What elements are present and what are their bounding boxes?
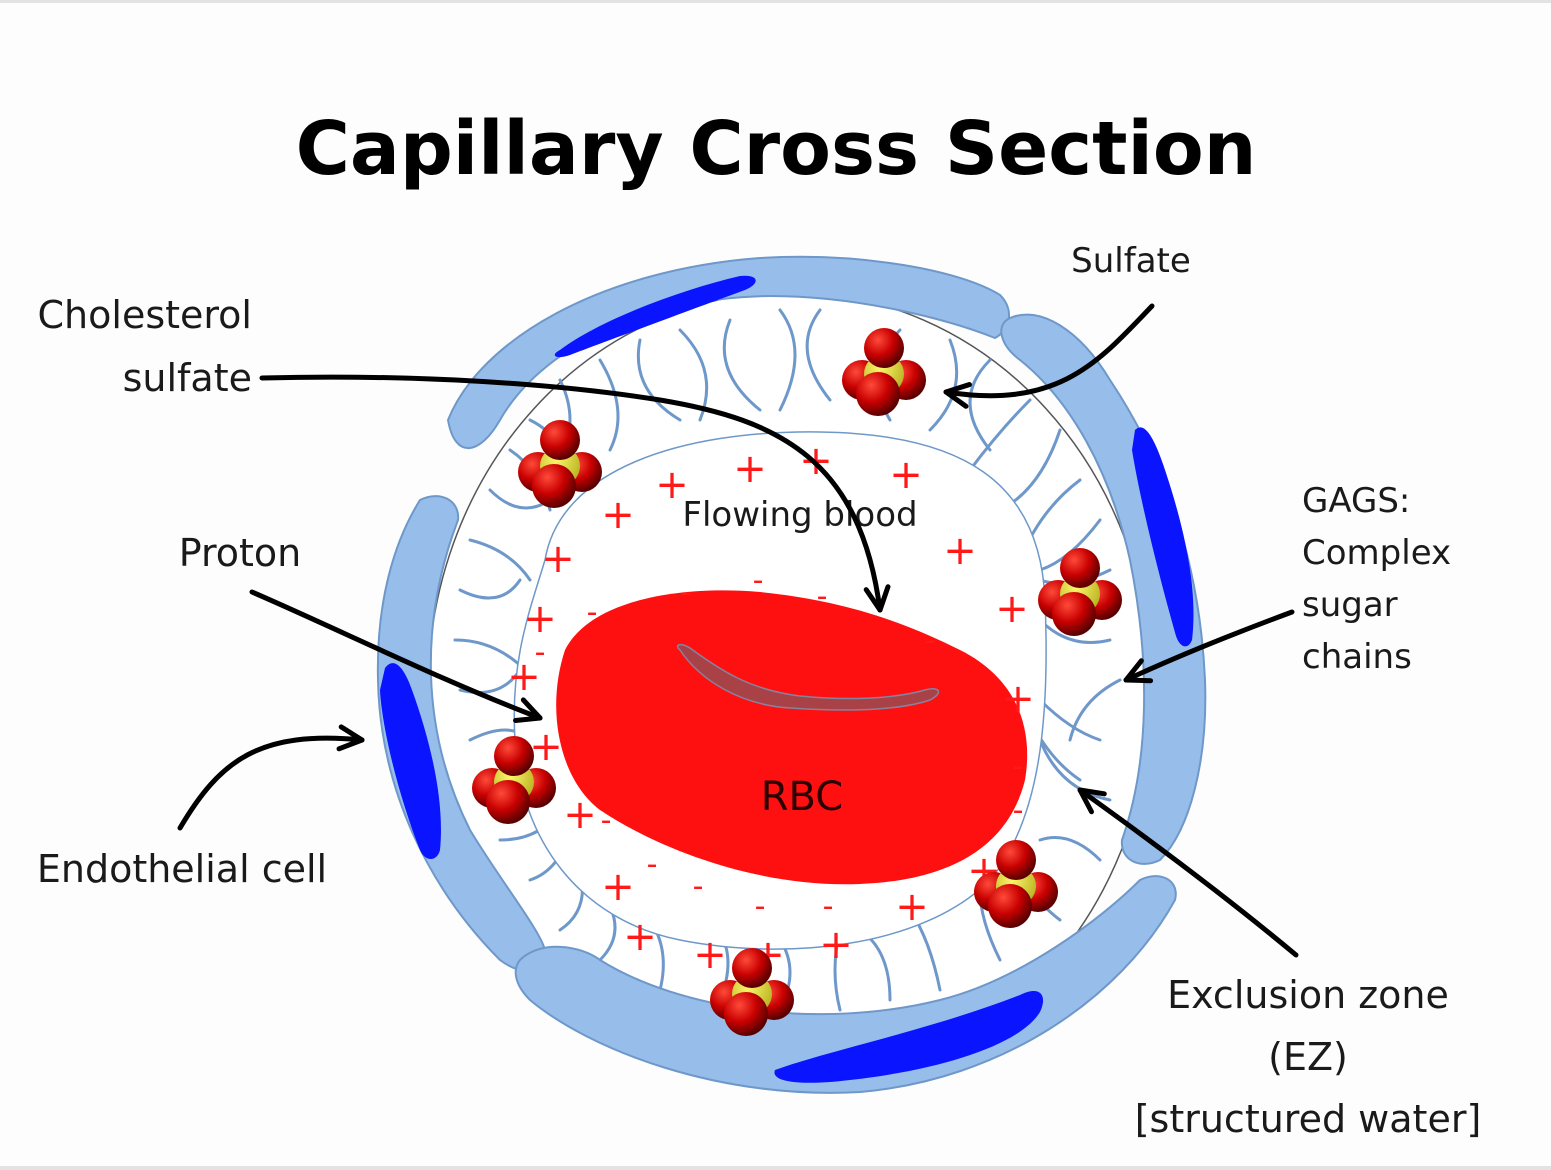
cholesterol-sulfate-arrow <box>259 374 891 613</box>
negative-charge: - <box>755 889 766 924</box>
positive-charge: + <box>529 724 563 770</box>
negative-charge: - <box>601 803 612 838</box>
negative-charge: - <box>823 889 834 924</box>
positive-charge: + <box>995 586 1029 632</box>
endothelial-cell-bottom <box>514 875 1177 1094</box>
proton-arrow <box>249 589 543 723</box>
endothelial-cell-arrow <box>177 724 365 831</box>
sulfate-molecule-icon <box>710 948 794 1036</box>
endothelial-cell-right <box>1000 313 1207 865</box>
positive-charge: + <box>889 452 923 498</box>
sulfate-molecule-icon <box>518 420 602 508</box>
red-blood-cell <box>556 590 1028 885</box>
gags-label-line3: sugar <box>1302 585 1398 625</box>
negative-charge: - <box>817 579 828 614</box>
nucleus-bottom <box>774 991 1044 1083</box>
nuclei <box>380 275 1194 1083</box>
negative-charge: - <box>1013 749 1024 784</box>
sulfate-molecule-icon <box>472 736 556 824</box>
bottom-border <box>0 1166 1551 1170</box>
exclusion-zone-label-line2: (EZ) <box>1268 1035 1348 1079</box>
negative-charge: - <box>925 623 936 658</box>
proton-label: Proton <box>179 531 302 575</box>
sulfate-molecules <box>472 328 1122 1036</box>
positive-charge: + <box>943 528 977 574</box>
positive-charge: + <box>655 462 689 508</box>
negative-charge: - <box>1013 793 1024 828</box>
negative-charge: - <box>693 869 704 904</box>
endothelial-cell-top <box>446 255 1010 450</box>
exclusion-zone-arrow <box>1077 787 1299 958</box>
endothelial-cells <box>376 255 1207 1094</box>
nucleus-left <box>380 663 441 859</box>
positive-charge: + <box>895 884 929 930</box>
negative-charge: - <box>647 847 658 882</box>
positive-charge: + <box>693 932 727 978</box>
gags-arrow <box>1123 609 1295 684</box>
positive-charge: + <box>1001 676 1035 722</box>
sulfate-arrow <box>943 303 1155 409</box>
gags-label-line2: Complex <box>1302 533 1451 573</box>
negative-charge: - <box>535 635 546 670</box>
rbc-concavity <box>676 643 940 711</box>
positive-charge: + <box>623 914 657 960</box>
cholesterol-label-line1: Cholesterol <box>38 293 252 337</box>
sulfate-label: Sulfate <box>1071 241 1191 281</box>
flowing-blood-label: Flowing blood <box>682 495 917 535</box>
sulfate-molecule-icon <box>1038 548 1122 636</box>
sulfate-molecule-icon <box>974 840 1058 928</box>
positive-charge: + <box>819 922 853 968</box>
positive-charge: + <box>601 492 635 538</box>
exclusion-zone-label-line1: Exclusion zone <box>1167 973 1449 1017</box>
top-border <box>0 0 1551 3</box>
negative-charge: - <box>587 595 598 630</box>
exclusion-zone-label-line3: [structured water] <box>1135 1097 1482 1141</box>
negative-charge: - <box>681 575 692 610</box>
positive-charge: + <box>601 864 635 910</box>
positive-charge: + <box>563 792 597 838</box>
gags-label-line4: chains <box>1302 637 1412 677</box>
positive-charge: + <box>733 446 767 492</box>
positive-charge: + <box>523 596 557 642</box>
positive-charge: + <box>541 536 575 582</box>
sulfate-molecule-icon <box>842 328 926 416</box>
cholesterol-label-line2: sulfate <box>123 356 252 400</box>
positive-charge: + <box>507 654 541 700</box>
endothelial-cell-label: Endothelial cell <box>37 847 327 891</box>
nucleus-right <box>1132 427 1194 647</box>
diagram-title: Capillary Cross Section <box>296 106 1257 192</box>
rbc-label: RBC <box>761 774 843 820</box>
negative-charge: - <box>753 563 764 598</box>
nucleus-top <box>554 275 756 358</box>
gags-label-line1: GAGS: <box>1302 481 1410 521</box>
